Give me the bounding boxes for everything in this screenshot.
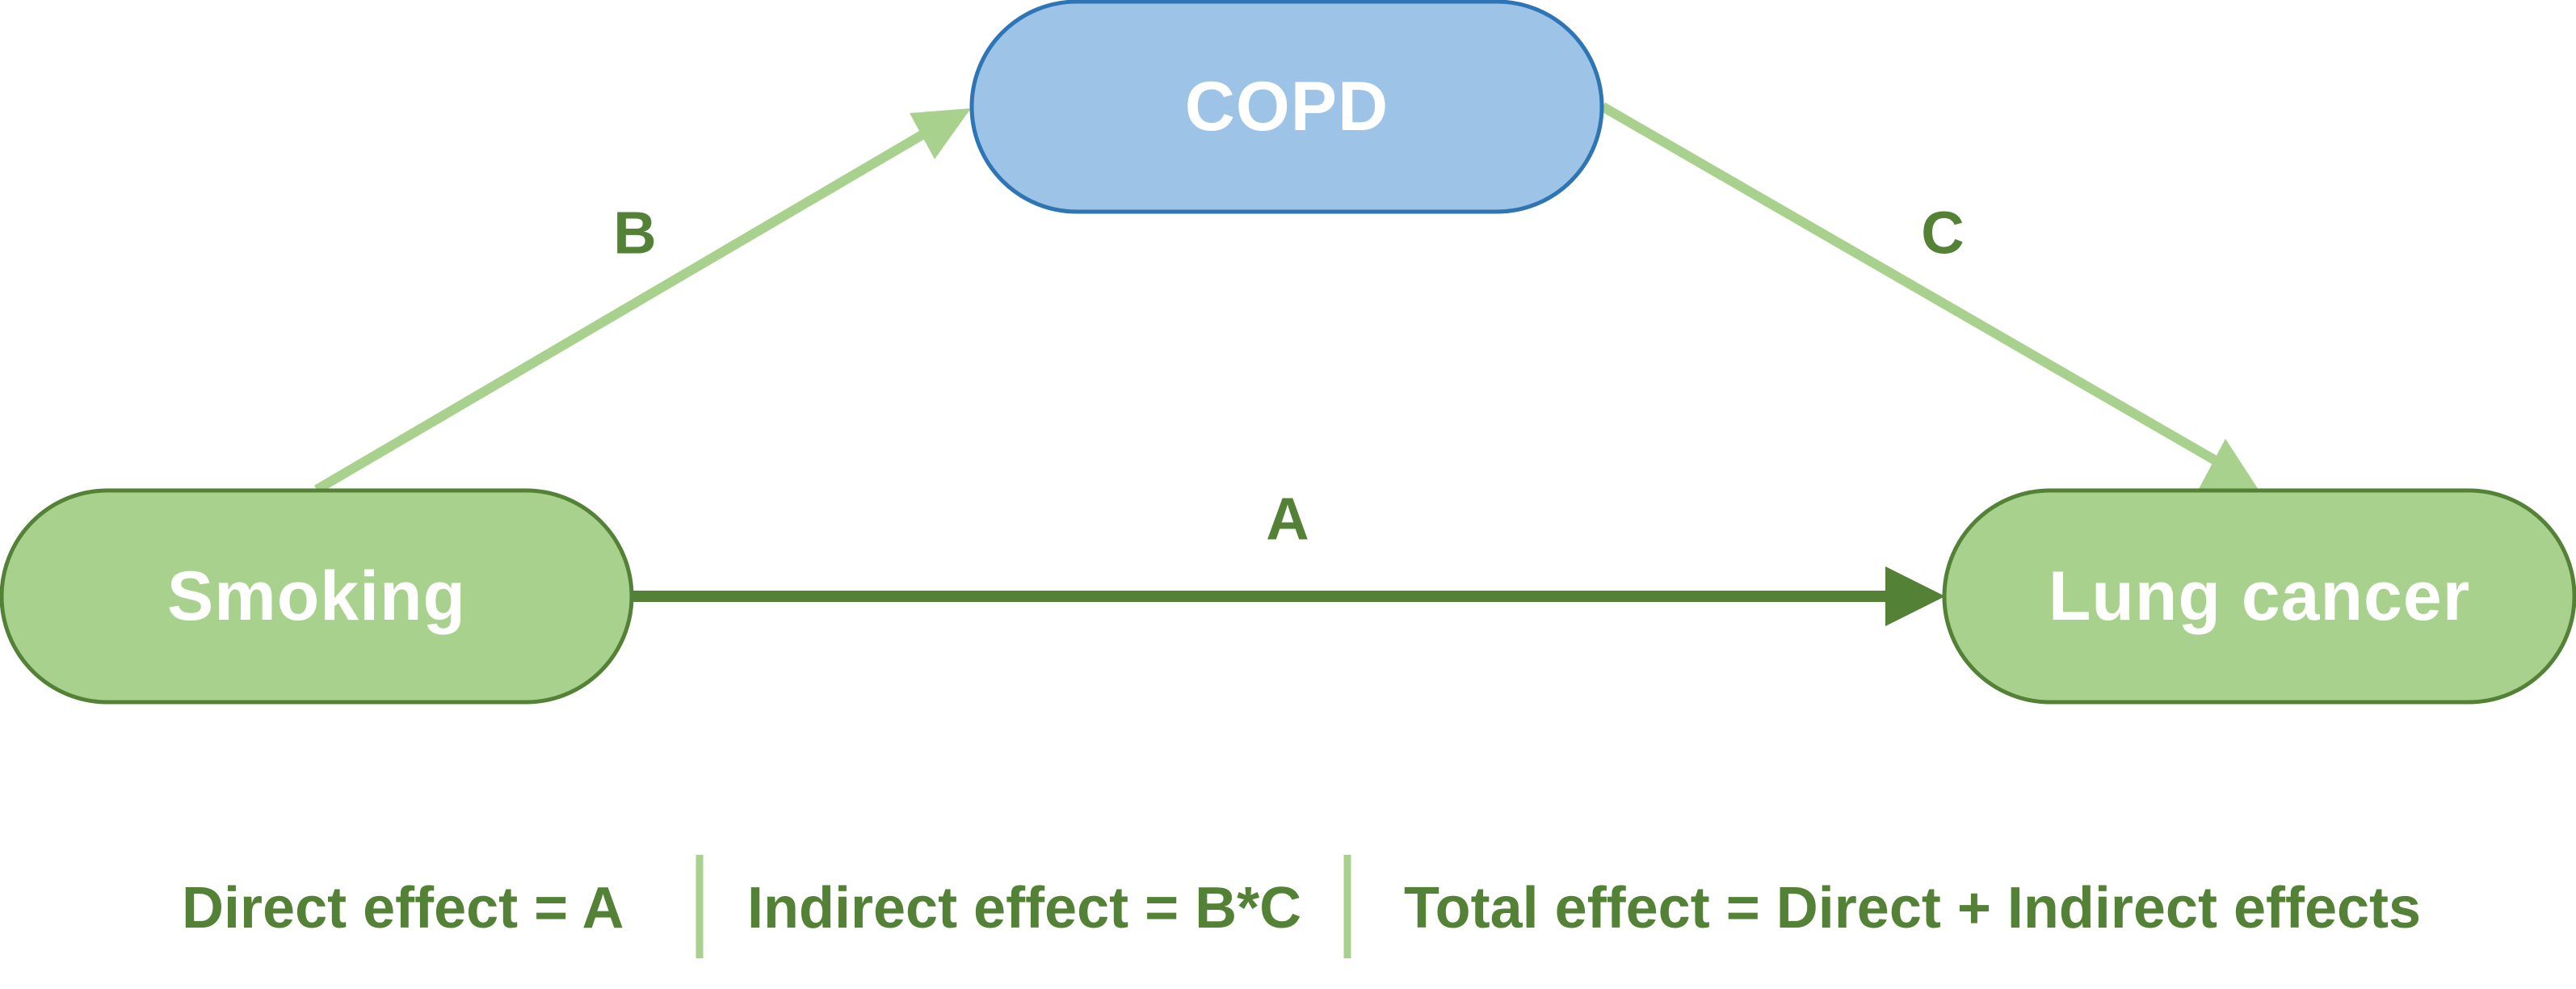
edge-copd-to-lung-cancer-label: C <box>1921 200 1964 267</box>
legend-indirect-effect: Indirect effect = B*C <box>747 876 1301 941</box>
legend: Direct effect = A Indirect effect = B*C … <box>182 855 2421 958</box>
edge-smoking-to-copd-label: B <box>613 200 656 267</box>
node-smoking-label: Smoking <box>167 558 466 635</box>
node-smoking: Smoking <box>0 488 634 705</box>
node-lung-cancer-label: Lung cancer <box>2049 558 2470 635</box>
legend-direct-effect: Direct effect = A <box>182 876 624 941</box>
edge-direct-arrowhead <box>1885 566 1945 626</box>
edge-smoking-to-copd-arrowhead <box>910 108 971 159</box>
legend-total-effect: Total effect = Direct + Indirect effects <box>1404 876 2421 941</box>
edge-copd-to-lung-cancer-arrowhead <box>2199 439 2259 490</box>
edge-direct <box>632 566 1945 626</box>
node-copd: COPD <box>969 0 1604 214</box>
edge-copd-to-lung-cancer <box>1600 102 2259 490</box>
node-copd-shape <box>969 0 1604 214</box>
edge-smoking-to-copd <box>313 108 971 494</box>
node-lung-cancer: Lung cancer <box>1942 488 2576 705</box>
node-smoking-shape <box>0 488 634 705</box>
edge-direct-label: A <box>1266 486 1309 553</box>
edge-smoking-to-copd-line <box>313 126 932 494</box>
node-copd-label: COPD <box>1185 68 1389 145</box>
node-lung-cancer-shape <box>1942 488 2576 705</box>
edge-copd-to-lung-cancer-line <box>1600 102 2222 468</box>
